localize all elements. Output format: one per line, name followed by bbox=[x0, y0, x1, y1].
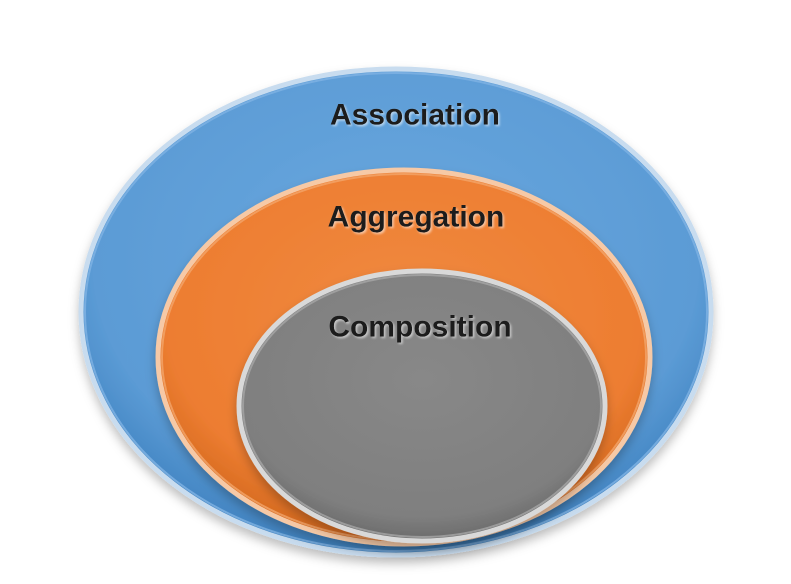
composition-label: Composition bbox=[328, 311, 511, 344]
composition-ellipse bbox=[236, 268, 608, 544]
association-rim bbox=[84, 72, 708, 552]
composition-set: Composition bbox=[236, 268, 608, 544]
aggregation-label: Aggregation bbox=[328, 201, 505, 234]
association-label: Association bbox=[330, 99, 500, 132]
composition-rim bbox=[242, 274, 602, 538]
